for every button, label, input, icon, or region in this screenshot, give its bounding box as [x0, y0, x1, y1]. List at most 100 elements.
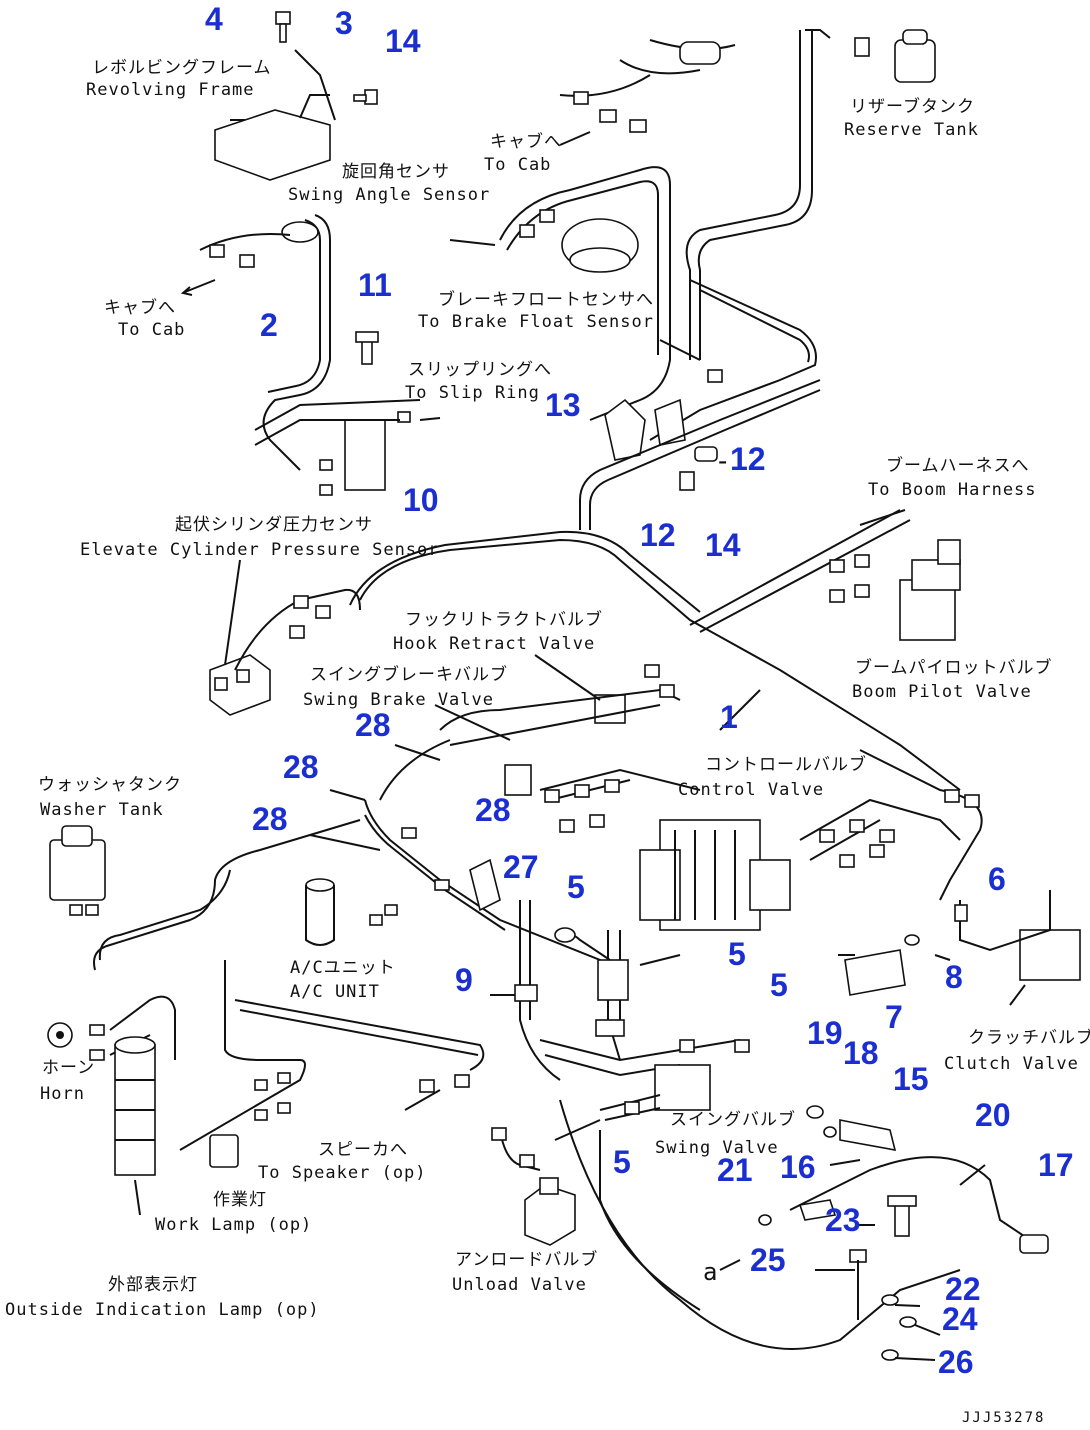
callout-12: 12: [640, 517, 676, 553]
label-unload-valve-jp: アンロードバルブ: [455, 1250, 599, 1270]
callout-10: 10: [403, 482, 439, 518]
elevate-pressure-sensor: [209, 654, 271, 716]
label-horn-jp: ホーン: [42, 1058, 96, 1078]
label-boom-harness-en: To Boom Harness: [868, 480, 1037, 500]
outside-indication-lamp: [114, 1036, 156, 1176]
label-swing-angle-sensor-jp: 旋回角センサ: [342, 162, 450, 182]
reserve-tank: [894, 39, 936, 83]
revolving-frame-bracket: [214, 109, 331, 181]
callout-17: 17: [1038, 1147, 1074, 1183]
label-speaker-en: To Speaker (op): [258, 1163, 427, 1183]
callout-5-b: 5: [728, 936, 746, 972]
callout-9: 9: [455, 962, 473, 998]
unload-valve: [524, 1177, 576, 1246]
label-control-valve-en: Control Valve: [678, 780, 825, 800]
label-boom-pilot-jp: ブームパイロットバルブ: [855, 658, 1053, 678]
label-reserve-tank-jp: リザーブタンク: [850, 97, 975, 117]
clutch-valve: [1019, 929, 1081, 981]
callout-23: 23: [825, 1202, 861, 1238]
callout-15: 15: [893, 1061, 929, 1097]
slip-ring-connector-block: [344, 419, 386, 491]
callout-6: 6: [988, 861, 1006, 897]
label-brake-float-sensor-en: To Brake Float Sensor: [418, 312, 654, 332]
label-elevate-sensor-en: Elevate Cylinder Pressure Sensor: [80, 540, 440, 560]
bolt-4: [275, 11, 291, 25]
label-control-valve-jp: コントロールバルブ: [705, 755, 867, 775]
callout-16: 16: [780, 1149, 816, 1185]
label-to-cab-top-jp: キャブへ: [490, 132, 562, 152]
washer-tank: [49, 839, 106, 901]
callout-14-top: 14: [385, 23, 421, 59]
label-outside-lamp-jp: 外部表示灯: [108, 1275, 198, 1295]
callout-28-b: 28: [283, 749, 319, 785]
label-swing-valve-en: Swing Valve: [655, 1138, 779, 1158]
callout-28-d: 28: [252, 801, 288, 837]
label-clutch-valve-en: Clutch Valve: [944, 1054, 1079, 1074]
label-ac-unit-en: A/C UNIT: [290, 982, 380, 1002]
label-unload-valve-en: Unload Valve: [452, 1275, 587, 1295]
swing-valve: [654, 1064, 711, 1111]
label-hook-retract-en: Hook Retract Valve: [393, 634, 596, 654]
swing-brake-valve: [504, 764, 532, 796]
label-to-cab-left-en: To Cab: [118, 320, 186, 340]
label-outside-lamp-en: Outside Indication Lamp (op): [5, 1300, 320, 1320]
label-work-lamp-jp: 作業灯: [213, 1190, 267, 1210]
label-revolving-frame-en: Revolving Frame: [86, 80, 255, 100]
label-hook-retract-jp: フックリトラクトバルブ: [405, 610, 603, 630]
callout-8: 8: [945, 959, 963, 995]
callout-28-a: 28: [355, 707, 391, 743]
callout-14: 14: [705, 527, 741, 563]
label-boom-harness-jp: ブームハーネスへ: [886, 456, 1030, 476]
label-revolving-frame-jp: レボルビングフレーム: [92, 58, 272, 78]
label-reserve-tank-en: Reserve Tank: [844, 120, 979, 140]
label-swing-valve-jp: スイングバルブ: [670, 1110, 796, 1130]
label-slip-ring-jp: スリップリングへ: [408, 360, 552, 380]
label-work-lamp-en: Work Lamp (op): [155, 1215, 313, 1235]
label-brake-float-sensor-jp: ブレーキフロートセンサへ: [438, 290, 654, 310]
callout-7: 7: [885, 999, 903, 1035]
callout-13: 13: [545, 387, 581, 423]
callout-11: 11: [358, 267, 392, 303]
callout-12-right: 12: [730, 441, 766, 477]
label-swing-brake-jp: スイングブレーキバルブ: [310, 665, 508, 685]
label-reference-a: a: [703, 1258, 719, 1286]
label-ac-unit-jp: A/Cユニット: [290, 958, 396, 978]
callout-27: 27: [503, 849, 539, 885]
callout-24: 24: [942, 1301, 978, 1337]
label-boom-pilot-en: Boom Pilot Valve: [852, 682, 1032, 702]
callout-22: 22: [945, 1271, 981, 1307]
label-washer-tank-en: Washer Tank: [40, 800, 164, 820]
callout-26: 26: [938, 1344, 974, 1380]
callout-5-d: 5: [613, 1144, 631, 1180]
label-speaker-jp: スピーカへ: [318, 1140, 408, 1160]
label-to-cab-top-en: To Cab: [484, 155, 552, 175]
bracket-13: [604, 398, 646, 461]
label-swing-angle-sensor-en: Swing Angle Sensor: [288, 185, 491, 205]
callout-5-a: 5: [567, 869, 585, 905]
callout-28-c: 28: [475, 792, 511, 828]
hook-retract-valve: [594, 694, 626, 724]
callout-25: 25: [750, 1242, 786, 1278]
callout-18: 18: [843, 1035, 879, 1071]
callout-12-dash: -: [718, 445, 728, 476]
callout-2: 2: [260, 307, 278, 343]
drawing-code: JJJ53278: [962, 1410, 1046, 1426]
callout-5-c: 5: [770, 967, 788, 1003]
callout-21: 21: [717, 1152, 753, 1188]
label-swing-brake-en: Swing Brake Valve: [303, 690, 494, 710]
label-clutch-valve-jp: クラッチバルブ: [968, 1028, 1090, 1048]
callout-1: 1: [720, 699, 738, 735]
ac-unit: [305, 878, 335, 892]
callout-20: 20: [975, 1097, 1011, 1133]
control-valve: [639, 819, 791, 931]
label-horn-en: Horn: [40, 1084, 85, 1104]
label-elevate-sensor-jp: 起伏シリンダ圧力センサ: [175, 515, 373, 535]
callout-4: 4: [205, 1, 223, 37]
callout-3: 3: [335, 5, 353, 41]
work-lamp: [209, 1134, 239, 1168]
label-to-cab-left-jp: キャブへ: [104, 298, 176, 318]
callout-19: 19: [807, 1015, 843, 1051]
label-washer-tank-jp: ウォッシャタンク: [38, 775, 182, 795]
label-slip-ring-en: To Slip Ring: [405, 383, 540, 403]
